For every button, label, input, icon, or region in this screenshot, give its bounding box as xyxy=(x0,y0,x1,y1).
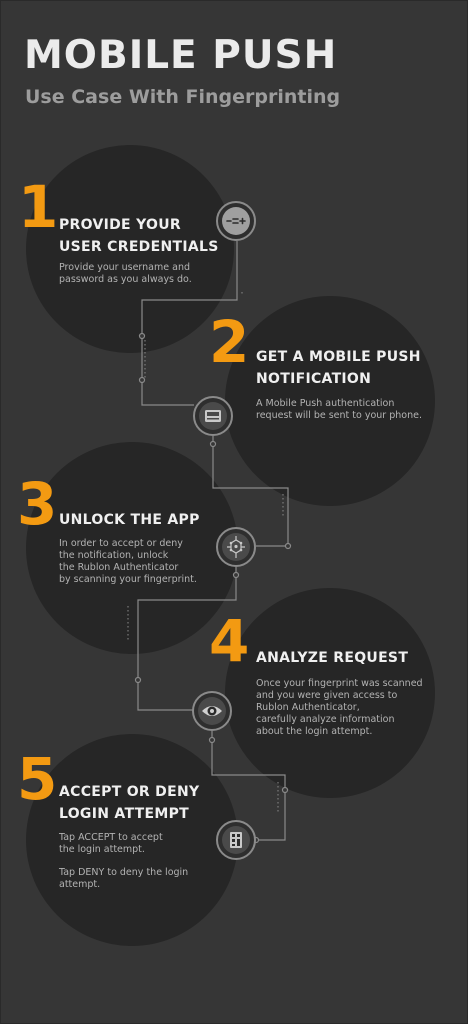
step-4-title: ANALYZE REQUEST xyxy=(256,650,409,666)
step-4-circle xyxy=(225,588,435,798)
step-3-description: In order to accept or deny the notificat… xyxy=(59,538,197,585)
step-1-number: 1 xyxy=(18,173,59,241)
step-3-circle xyxy=(26,442,238,654)
step-1-description: Provide your username and password as yo… xyxy=(59,262,192,285)
step-2-circle xyxy=(225,296,435,506)
step-3-number: 3 xyxy=(17,470,58,538)
fingerprint-scan-icon xyxy=(216,527,256,567)
eye-icon xyxy=(192,691,232,731)
step-1-title: PROVIDE YOUR USER CREDENTIALS xyxy=(59,217,219,255)
step-5-title: ACCEPT OR DENY LOGIN ATTEMPT xyxy=(59,784,200,822)
step-2-number: 2 xyxy=(209,308,250,376)
step-1-circle xyxy=(26,145,234,353)
credentials-icon xyxy=(216,201,256,241)
step-4-number: 4 xyxy=(209,607,250,675)
step-5-number: 5 xyxy=(17,745,58,813)
step-5-circle xyxy=(26,734,238,946)
step-4-description: Once your fingerprint was scanned and yo… xyxy=(256,678,423,737)
page-title: MOBILE PUSH xyxy=(24,33,338,78)
accept-deny-icon xyxy=(216,820,256,860)
page-subtitle: Use Case With Fingerprinting xyxy=(25,86,341,108)
step-2-description: A Mobile Push authentication request wil… xyxy=(256,398,422,421)
step-3-title: UNLOCK THE APP xyxy=(59,512,200,528)
step-2-title: GET A MOBILE PUSH NOTIFICATION xyxy=(256,349,421,387)
notification-icon xyxy=(193,396,233,436)
